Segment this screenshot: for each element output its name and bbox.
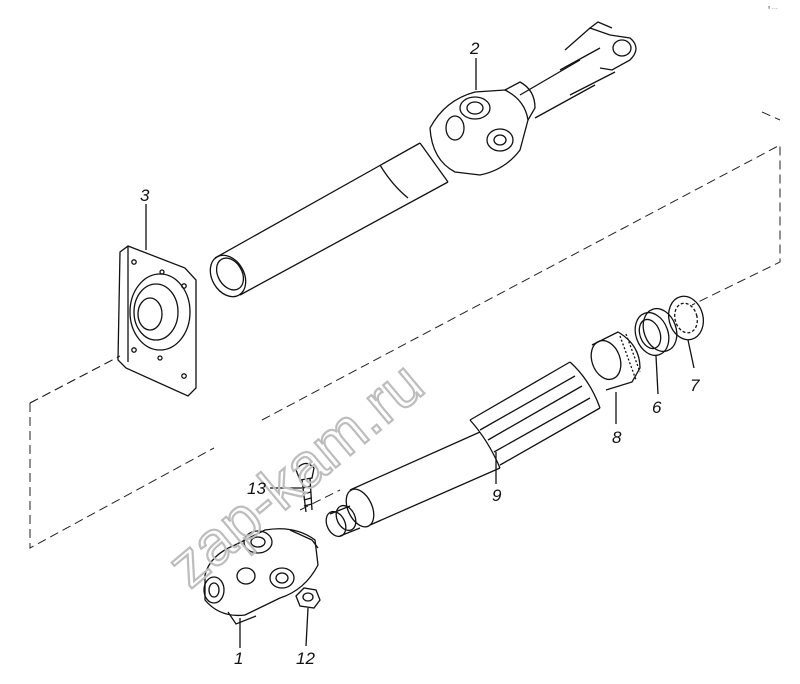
callout-9: 9 — [492, 486, 502, 505]
flange-plate — [117, 245, 197, 397]
corner-logo: ᵅ ··· — [768, 6, 778, 12]
callout-8: 8 — [612, 428, 622, 447]
leader-lines — [145, 58, 695, 648]
callout-1: 1 — [234, 649, 243, 668]
callout-6: 6 — [652, 398, 662, 417]
callout-12: 12 — [296, 649, 315, 668]
assembly-dashed-outline-path — [29, 111, 781, 549]
bolt — [295, 462, 315, 513]
callout-7: 7 — [690, 376, 700, 395]
splined-shaft — [325, 361, 601, 538]
lock-washer — [667, 295, 705, 341]
callout-13: 13 — [247, 479, 266, 498]
knurled-sleeve — [590, 331, 641, 391]
seal-ring — [634, 307, 678, 357]
callout-2: 2 — [469, 39, 480, 58]
watermark-text: zap-kam.ru — [155, 349, 437, 601]
nut — [295, 587, 321, 609]
universal-joint — [203, 528, 319, 625]
callout-3: 3 — [140, 186, 150, 205]
upper-shaft-assembly — [209, 21, 637, 298]
